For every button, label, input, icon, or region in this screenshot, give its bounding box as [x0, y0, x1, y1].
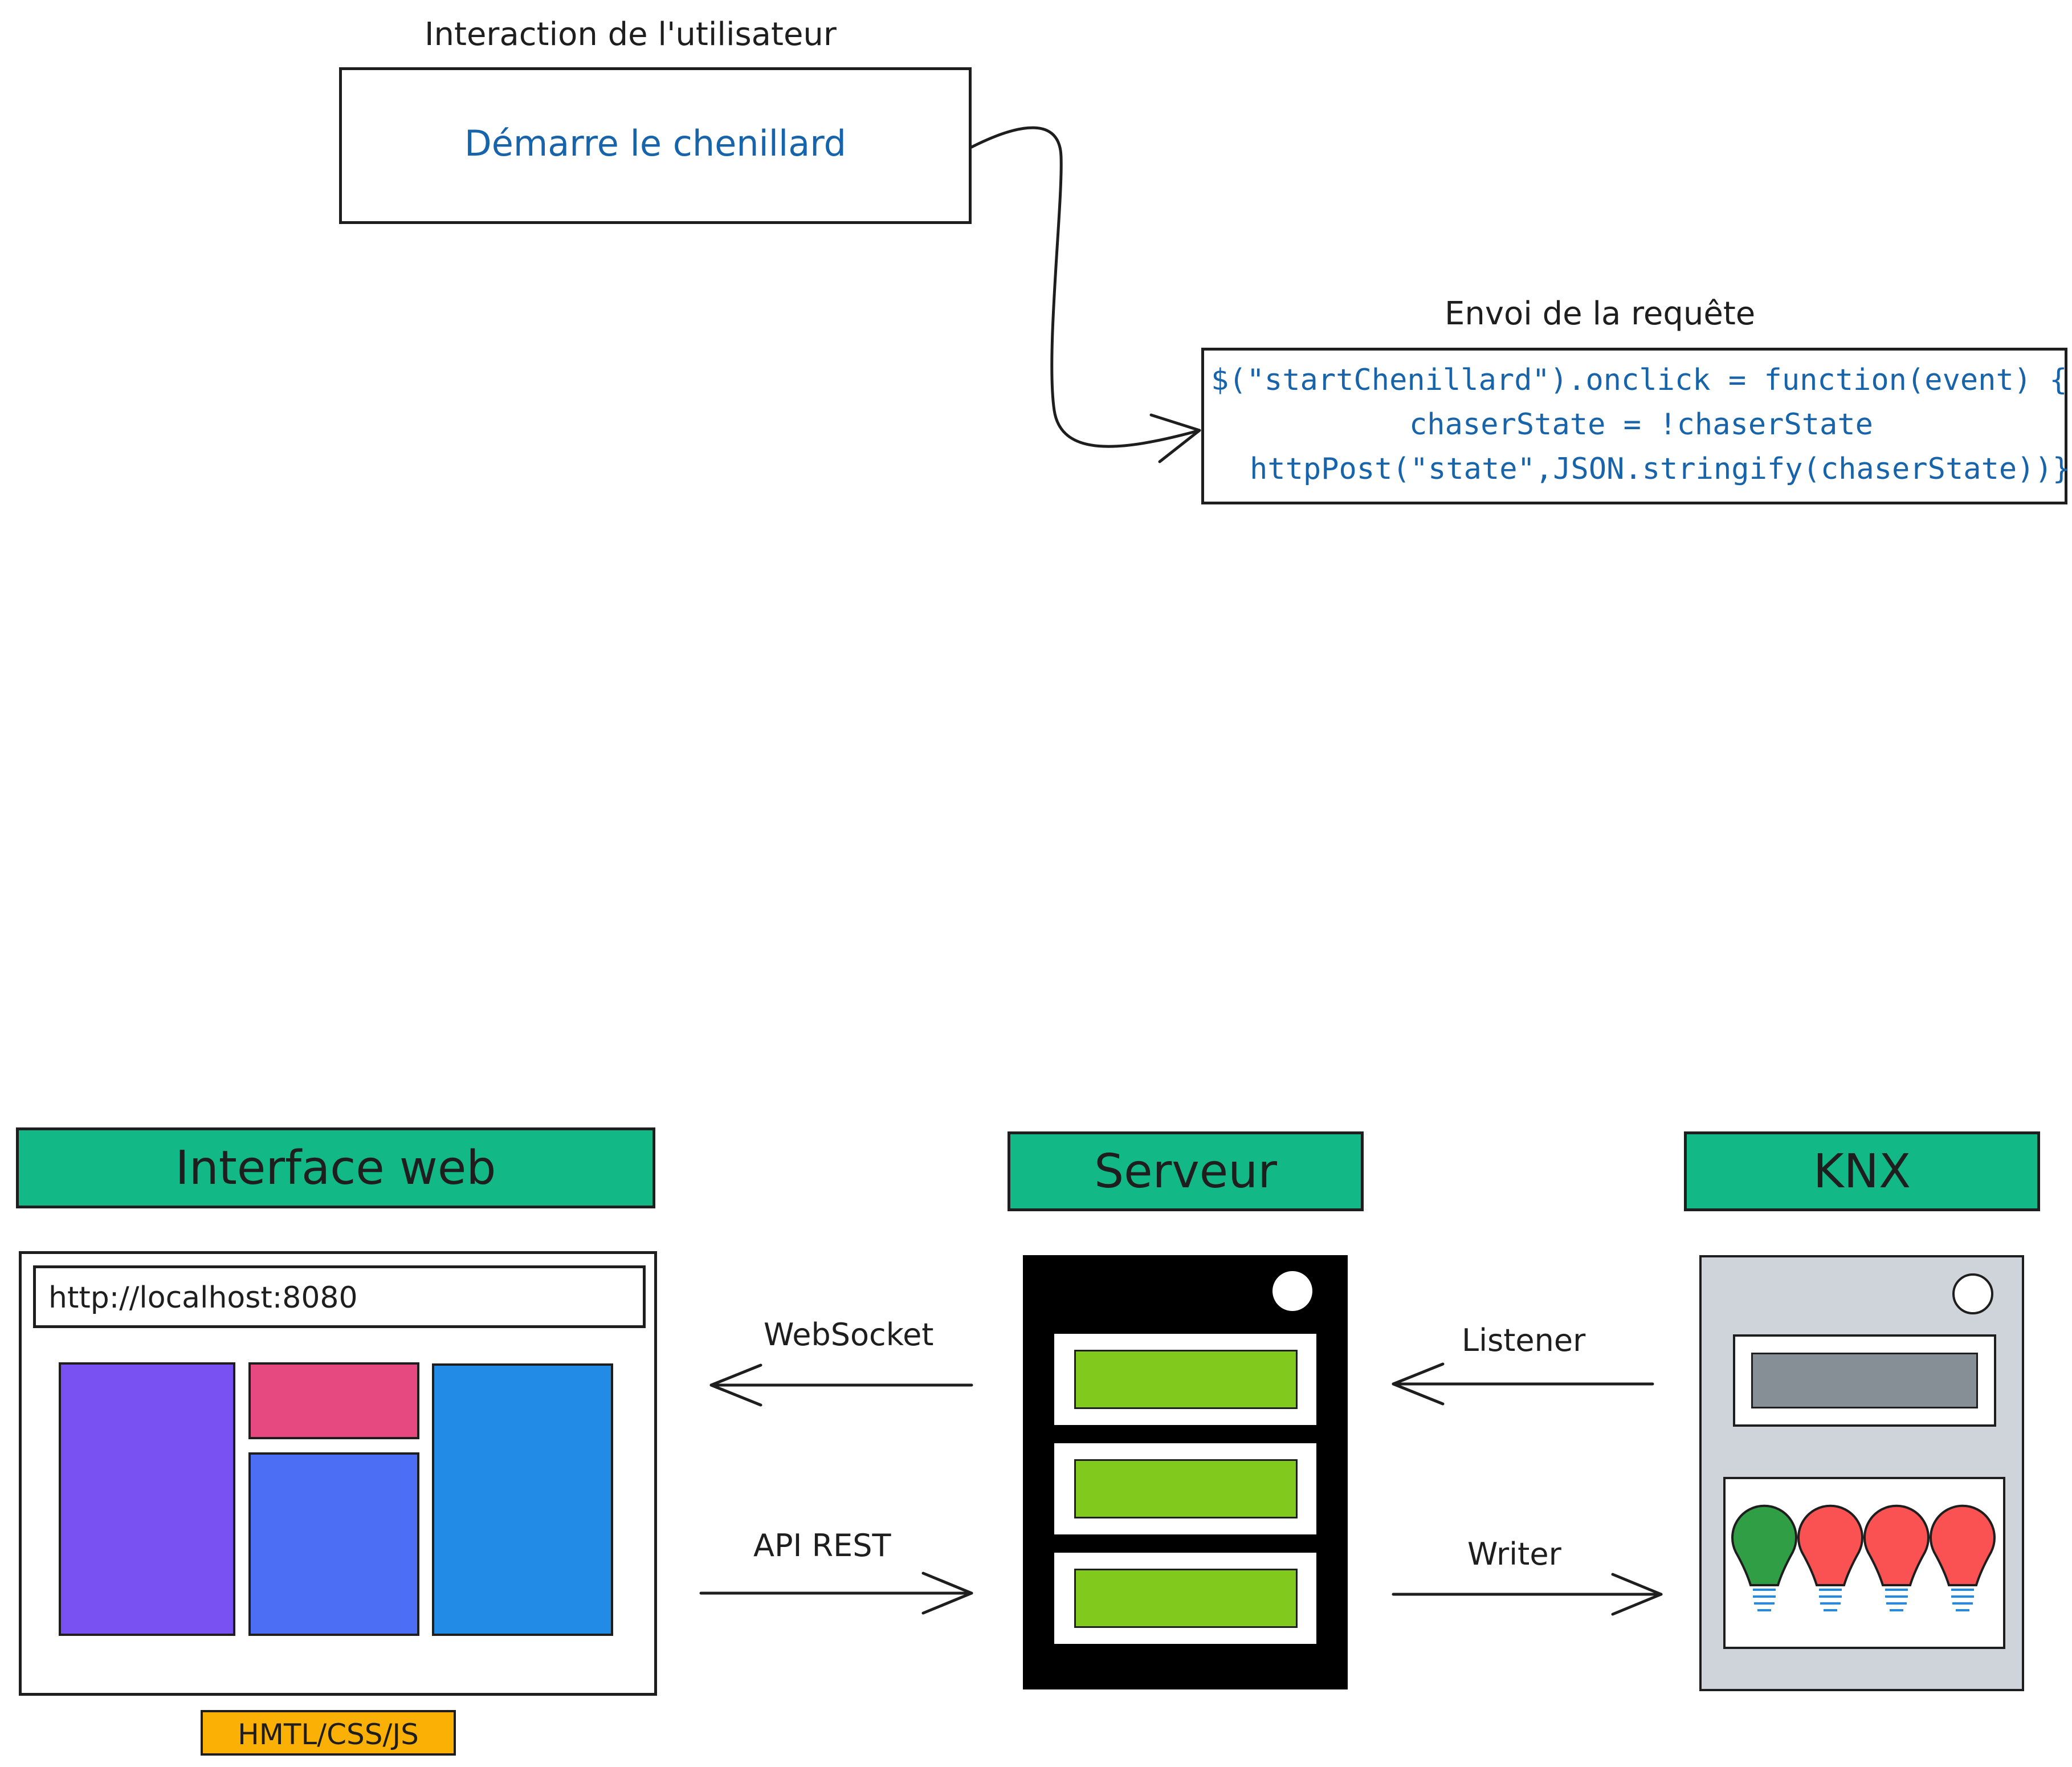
writer-label: Writer: [1467, 1536, 1561, 1572]
tech-badge: HMTL/CSS/JS: [201, 1710, 456, 1756]
action-to-request-arrowhead: [1149, 413, 1201, 463]
panel-purple: [59, 1362, 235, 1636]
knx-display-frame: [1733, 1334, 1996, 1427]
websocket-label: WebSocket: [764, 1317, 934, 1353]
panel-pink: [248, 1362, 419, 1439]
knx-header: KNX: [1684, 1131, 2040, 1211]
server-tower: [1023, 1255, 1348, 1689]
server-header: Serveur: [1008, 1131, 1364, 1211]
knx-device: [1699, 1255, 2024, 1691]
server-power-led: [1272, 1271, 1312, 1311]
listener-label: Listener: [1462, 1322, 1586, 1358]
tech-badge-label: HMTL/CSS/JS: [238, 1718, 419, 1751]
code-line-1: $("startChenillard").onclick = function(…: [1211, 363, 2067, 397]
address-bar-url: http://localhost:8080: [48, 1281, 358, 1315]
request-code-box: $("startChenillard").onclick = function(…: [1201, 348, 2072, 504]
code-line-2: chaserState = !chaserState: [1409, 408, 1873, 442]
action-to-request-connector: [970, 126, 1201, 448]
bulb-2-icon: [1797, 1504, 1863, 1611]
user-action-box: Démarre le chenillard: [339, 67, 972, 224]
api-rest-label: API REST: [753, 1528, 891, 1564]
code-line-3: httpPost("state",JSON.stringify(chaserSt…: [1250, 452, 2072, 486]
user-action-label: Démarre le chenillard: [464, 123, 846, 164]
bulb-1-icon: [1731, 1504, 1797, 1611]
panel-blue: [248, 1452, 419, 1636]
address-bar[interactable]: http://localhost:8080: [33, 1265, 646, 1328]
knx-status-led: [1952, 1273, 1993, 1314]
knx-display: [1751, 1353, 1978, 1408]
knx-bulb-panel: [1723, 1477, 2005, 1649]
bulb-4-icon: [1930, 1504, 1996, 1611]
server-slot-1: [1054, 1334, 1316, 1425]
server-slot-2: [1054, 1443, 1316, 1534]
bulb-3-icon: [1863, 1504, 1930, 1611]
knx-bulbs: [1731, 1504, 1996, 1611]
browser-window: http://localhost:8080: [19, 1251, 657, 1696]
request-title: Envoi de la requête: [1445, 295, 1756, 332]
web-interface-header: Interface web: [16, 1127, 655, 1208]
user-interaction-title: Interaction de l'utilisateur: [425, 16, 837, 53]
server-slot-3: [1054, 1553, 1316, 1644]
panel-sky: [432, 1363, 613, 1636]
